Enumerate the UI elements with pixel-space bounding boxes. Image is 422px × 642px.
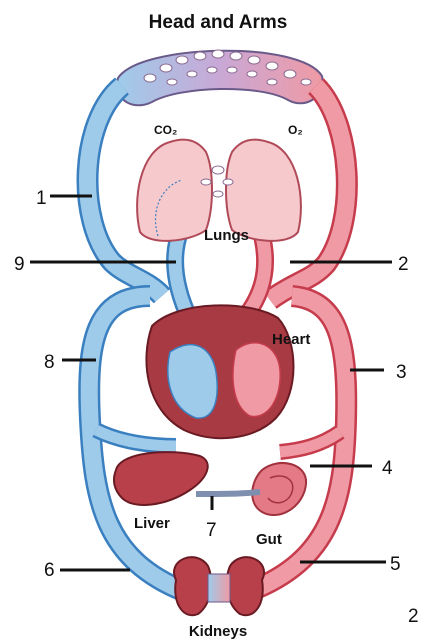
liver: [114, 452, 208, 505]
label-kidneys: Kidneys: [189, 623, 247, 640]
label-o2: O₂: [288, 123, 303, 137]
callout-4: 4: [382, 458, 393, 479]
lungs: [137, 140, 301, 241]
label-lungs: Lungs: [204, 227, 249, 244]
label-liver: Liver: [134, 515, 170, 532]
label-co2: CO₂: [154, 123, 177, 137]
callout-5: 5: [390, 554, 401, 575]
kidneys: [174, 557, 264, 615]
edge-mark: 2: [408, 606, 419, 627]
callout-1: 1: [36, 188, 47, 209]
heart: [146, 305, 293, 438]
callout-7: 7: [206, 520, 217, 541]
label-gut: Gut: [256, 531, 282, 548]
label-heart: Heart: [272, 331, 310, 348]
callout-2: 2: [398, 254, 409, 275]
hepatic-portal-vessel: [196, 492, 260, 494]
callout-3: 3: [396, 362, 407, 383]
callout-9: 9: [14, 254, 25, 275]
callout-8: 8: [44, 352, 55, 373]
title-head-and-arms: Head and Arms: [149, 12, 288, 33]
callout-6: 6: [44, 560, 55, 581]
gut: [252, 463, 306, 515]
head-arms-capillary-bed: [117, 50, 323, 105]
